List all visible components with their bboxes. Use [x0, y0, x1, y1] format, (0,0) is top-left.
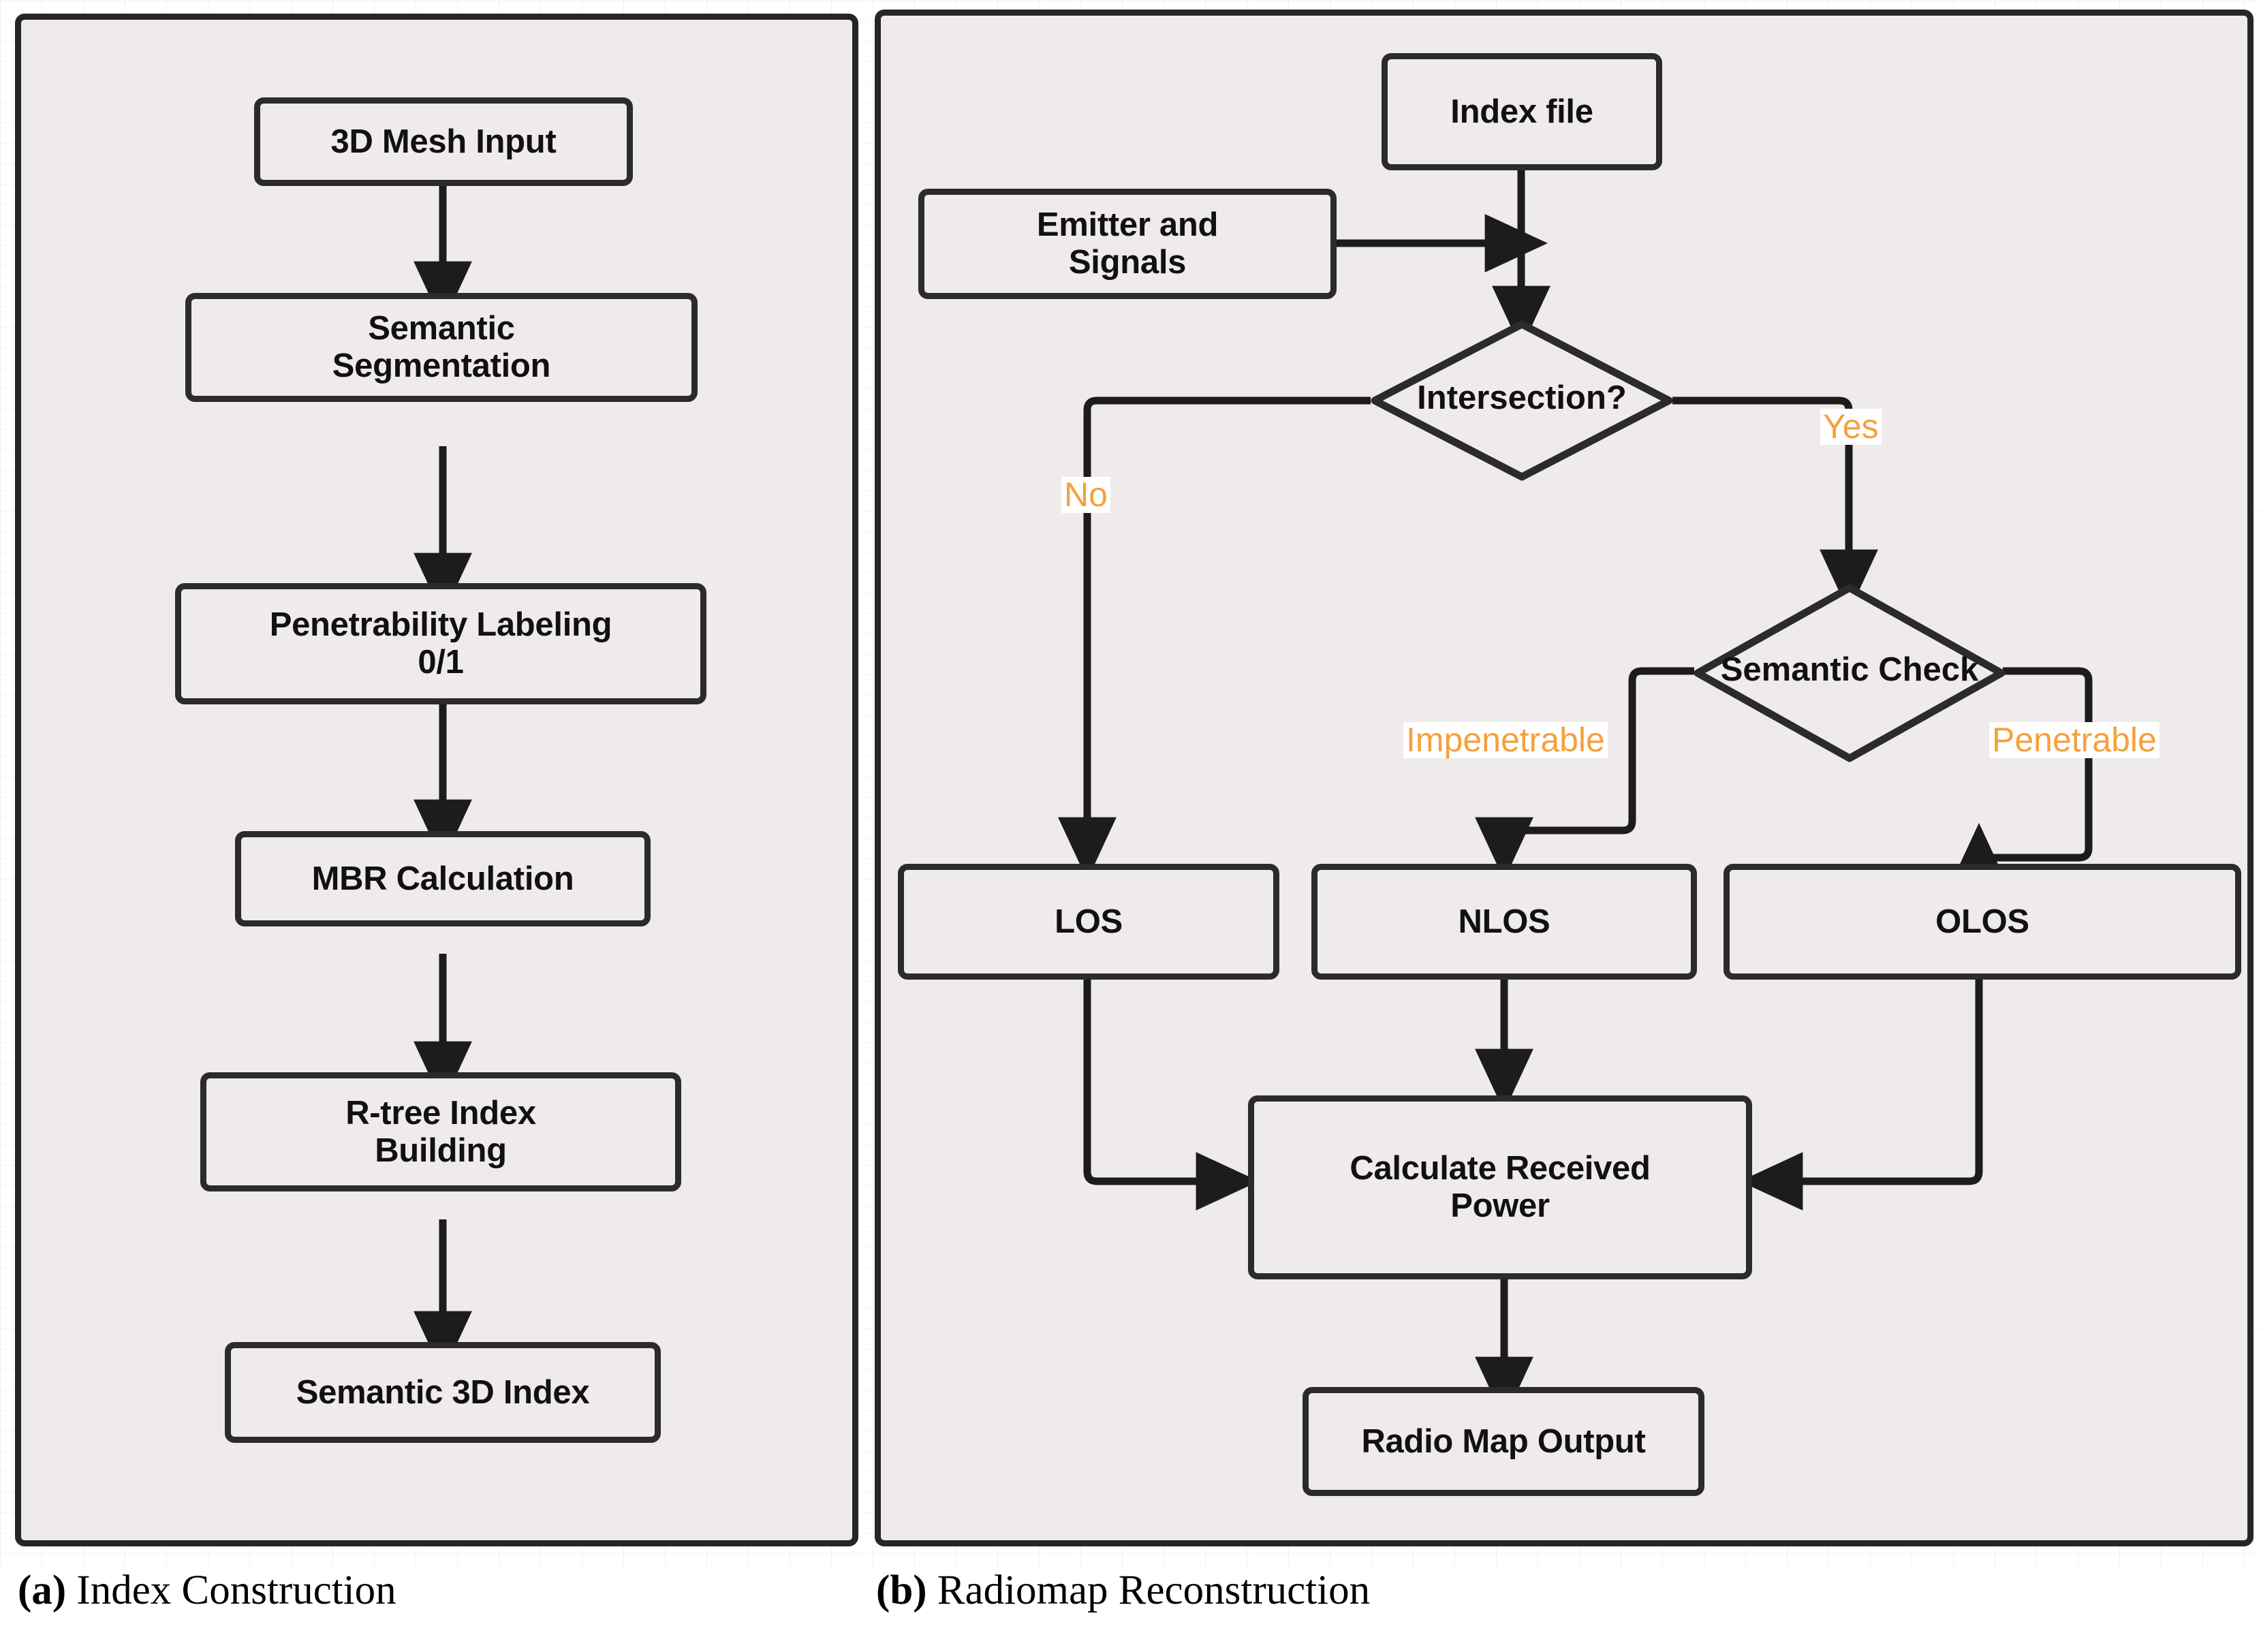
- caption-panel-a: (a) Index Construction: [18, 1567, 396, 1615]
- node-label: Semantic Check: [1720, 651, 1979, 688]
- edge-label-penetrable: Penetrable: [1989, 722, 2159, 758]
- node-label: R-tree Index Building: [345, 1094, 536, 1169]
- node-label: LOS: [1055, 903, 1123, 940]
- caption-text: Index Construction: [66, 1568, 396, 1613]
- node-label: OLOS: [1935, 903, 2029, 940]
- node-label: 3D Mesh Input: [330, 123, 557, 160]
- node-label: Semantic 3D Index: [296, 1373, 590, 1411]
- node-calculate-received-power[interactable]: Calculate Received Power: [1248, 1095, 1752, 1279]
- node-semantic-segmentation[interactable]: Semantic Segmentation: [185, 293, 698, 402]
- edge-label-no: No: [1061, 477, 1110, 513]
- node-rtree-index-building[interactable]: R-tree Index Building: [200, 1072, 681, 1191]
- caption-marker: (a): [18, 1568, 67, 1613]
- node-penetrability-labeling[interactable]: Penetrability Labeling 0/1: [175, 583, 706, 704]
- node-label: Calculate Received Power: [1350, 1150, 1651, 1224]
- edge-label-impenetrable: Impenetrable: [1403, 722, 1608, 758]
- node-nlos[interactable]: NLOS: [1311, 864, 1697, 980]
- node-semantic-3d-index[interactable]: Semantic 3D Index: [225, 1342, 661, 1443]
- node-label: Emitter and Signals: [1036, 206, 1219, 281]
- node-olos[interactable]: OLOS: [1724, 864, 2241, 980]
- caption-text: Radiomap Reconstruction: [926, 1568, 1371, 1613]
- node-index-file[interactable]: Index file: [1382, 53, 1662, 170]
- node-semantic-check-decision[interactable]: Semantic Check: [1692, 582, 2007, 764]
- node-label: Semantic Segmentation: [332, 310, 551, 384]
- node-mbr-calculation[interactable]: MBR Calculation: [235, 831, 651, 926]
- panel-index-construction: [15, 14, 858, 1546]
- node-radio-map-output[interactable]: Radio Map Output: [1303, 1387, 1704, 1496]
- node-3d-mesh-input[interactable]: 3D Mesh Input: [254, 97, 633, 186]
- node-intersection-decision[interactable]: Intersection?: [1369, 319, 1674, 482]
- node-los[interactable]: LOS: [898, 864, 1279, 980]
- node-label: Radio Map Output: [1361, 1422, 1646, 1460]
- node-label: Penetrability Labeling 0/1: [269, 606, 612, 681]
- caption-marker: (b): [876, 1568, 927, 1613]
- caption-panel-b: (b) Radiomap Reconstruction: [876, 1567, 1370, 1615]
- node-label: NLOS: [1458, 903, 1550, 940]
- node-label: Index file: [1450, 93, 1593, 130]
- node-label: MBR Calculation: [311, 860, 574, 897]
- node-emitter-and-signals[interactable]: Emitter and Signals: [918, 189, 1337, 299]
- edge-label-yes: Yes: [1820, 409, 1882, 445]
- node-label: Intersection?: [1417, 379, 1627, 416]
